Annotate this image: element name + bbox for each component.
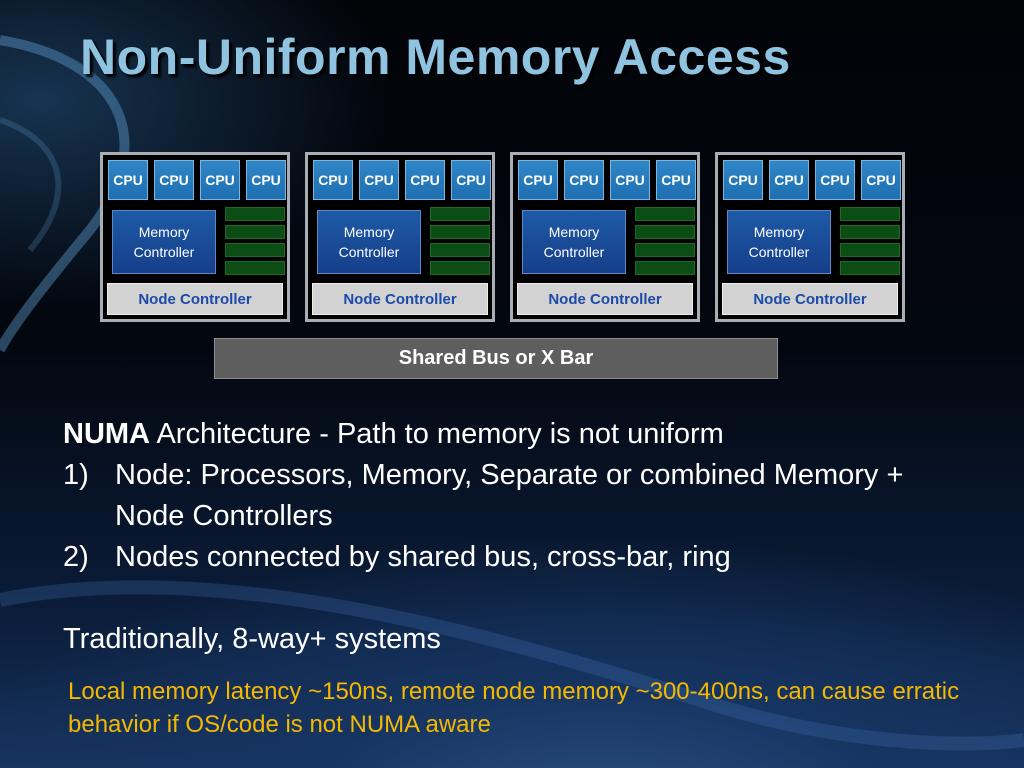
- memory-module: [635, 261, 695, 275]
- list-text: Nodes connected by shared bus, cross-bar…: [115, 541, 731, 573]
- memory-module: [840, 207, 900, 221]
- cpu-box: CPU: [451, 160, 491, 200]
- latency-note: Local memory latency ~150ns, remote node…: [68, 678, 960, 738]
- node-controller: Node Controller: [517, 283, 693, 315]
- cpu-box: CPU: [405, 160, 445, 200]
- memory-controller: Memory Controller: [112, 210, 216, 274]
- spacer: [63, 578, 963, 619]
- memory-module: [840, 225, 900, 239]
- list-item: 2) Nodes connected by shared bus, cross-b…: [63, 537, 963, 578]
- cpu-box: CPU: [656, 160, 696, 200]
- memory-controller: Memory Controller: [522, 210, 626, 274]
- memory-module: [430, 207, 490, 221]
- cpu-box: CPU: [518, 160, 558, 200]
- memory-module: [635, 207, 695, 221]
- list-text: Node: Processors, Memory, Separate or co…: [115, 459, 904, 532]
- intro-text: Architecture - Path to memory is not uni…: [150, 418, 724, 450]
- cpu-box: CPU: [246, 160, 286, 200]
- cpu-box: CPU: [723, 160, 763, 200]
- cpu-box: CPU: [815, 160, 855, 200]
- cpu-box: CPU: [610, 160, 650, 200]
- body-text: NUMA Architecture - Path to memory is no…: [63, 414, 963, 660]
- memory-module: [840, 243, 900, 257]
- memory-module: [225, 261, 285, 275]
- cpu-box: CPU: [154, 160, 194, 200]
- list-number: 1): [63, 459, 89, 491]
- intro-line: NUMA Architecture - Path to memory is no…: [63, 414, 963, 455]
- slide-title: Non-Uniform Memory Access: [80, 29, 791, 85]
- numa-term: NUMA: [63, 418, 150, 450]
- memory-module: [225, 243, 285, 257]
- cpu-box: CPU: [359, 160, 399, 200]
- cpu-box: CPU: [564, 160, 604, 200]
- memory-module: [430, 225, 490, 239]
- memory-controller: Memory Controller: [727, 210, 831, 274]
- memory-module: [430, 243, 490, 257]
- node-controller: Node Controller: [107, 283, 283, 315]
- cpu-box: CPU: [313, 160, 353, 200]
- node-controller: Node Controller: [312, 283, 488, 315]
- cpu-box: CPU: [200, 160, 240, 200]
- memory-module: [430, 261, 490, 275]
- closing-line: Traditionally, 8-way+ systems: [63, 623, 441, 655]
- memory-module: [635, 225, 695, 239]
- cpu-box: CPU: [108, 160, 148, 200]
- memory-module: [635, 243, 695, 257]
- memory-module: [840, 261, 900, 275]
- memory-module: [225, 225, 285, 239]
- cpu-box: CPU: [861, 160, 901, 200]
- shared-bus: Shared Bus or X Bar: [214, 338, 778, 379]
- list-number: 2): [63, 541, 89, 573]
- memory-controller: Memory Controller: [317, 210, 421, 274]
- memory-module: [225, 207, 285, 221]
- cpu-box: CPU: [769, 160, 809, 200]
- list-item: 1) Node: Processors, Memory, Separate or …: [63, 455, 963, 537]
- node-controller: Node Controller: [722, 283, 898, 315]
